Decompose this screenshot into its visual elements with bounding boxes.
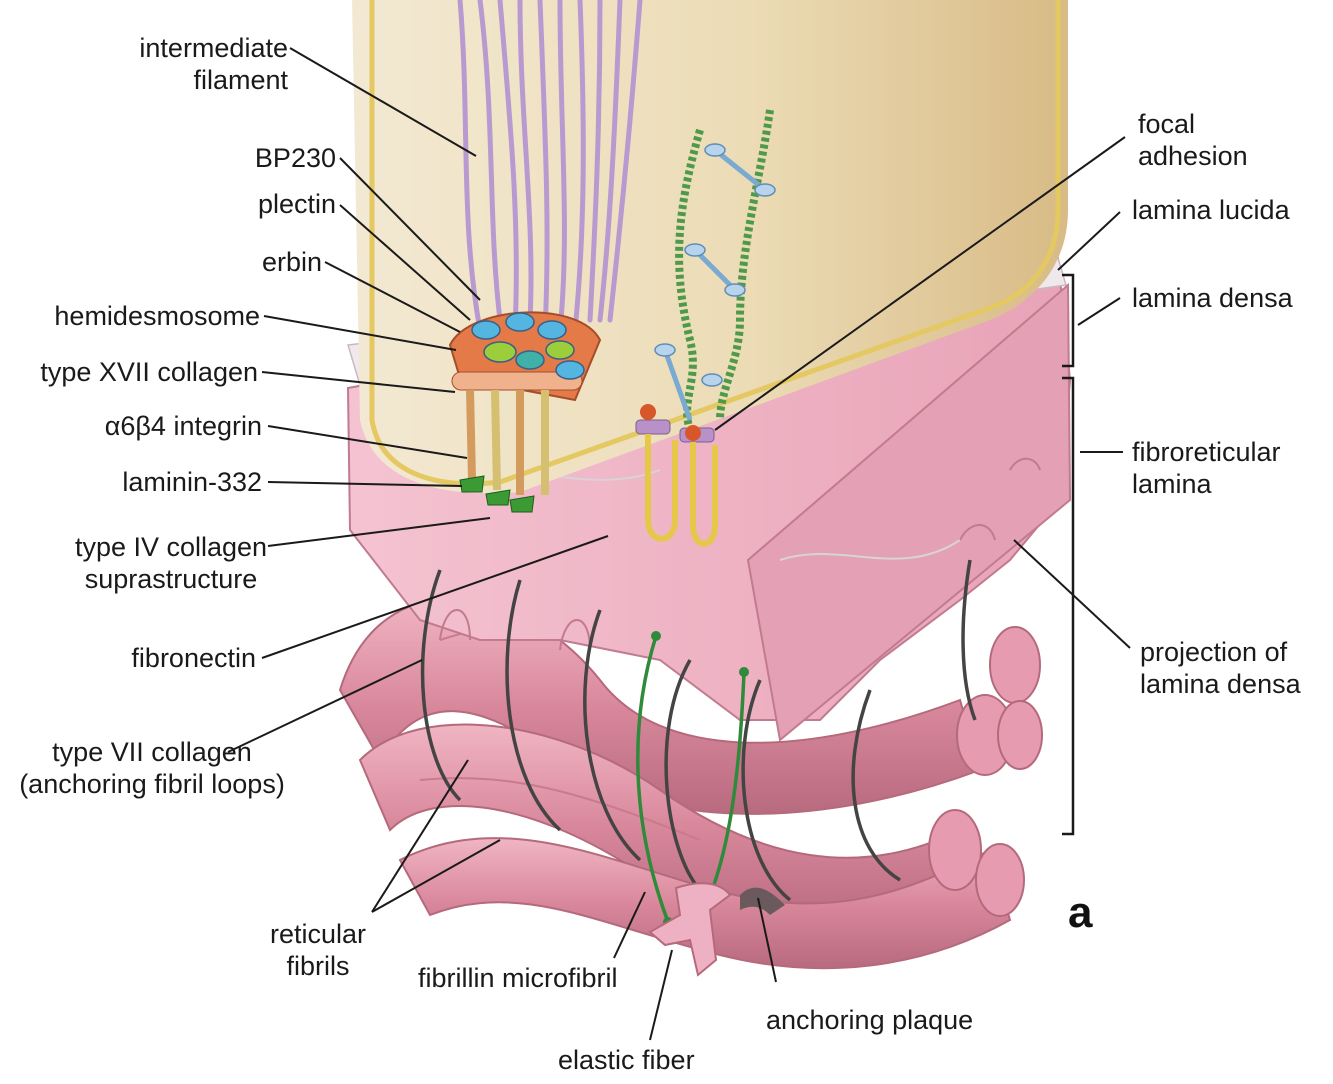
label-type-vii-collagen: type VII collagen(anchoring fibril loops… <box>12 736 292 800</box>
label-lamina-lucida: lamina lucida <box>1132 194 1290 226</box>
label-type-xvii-collagen: type XVII collagen <box>10 356 258 388</box>
label-fibronectin: fibronectin <box>90 642 256 674</box>
label-hemidesmosome: hemidesmosome <box>30 300 260 332</box>
label-elastic-fiber: elastic fiber <box>558 1044 695 1076</box>
label-lamina-densa: lamina densa <box>1132 282 1293 314</box>
label-laminin-332: laminin-332 <box>60 466 262 498</box>
label-plectin: plectin <box>220 188 336 220</box>
label-anchoring-plaque: anchoring plaque <box>766 1004 973 1036</box>
label-fibrillin-microfibril: fibrillin microfibril <box>418 962 618 994</box>
label-a6b4-integrin: α6β4 integrin <box>30 410 262 442</box>
label-bp230: BP230 <box>230 142 336 174</box>
label-erbin: erbin <box>200 246 322 278</box>
panel-letter: a <box>1068 888 1092 938</box>
